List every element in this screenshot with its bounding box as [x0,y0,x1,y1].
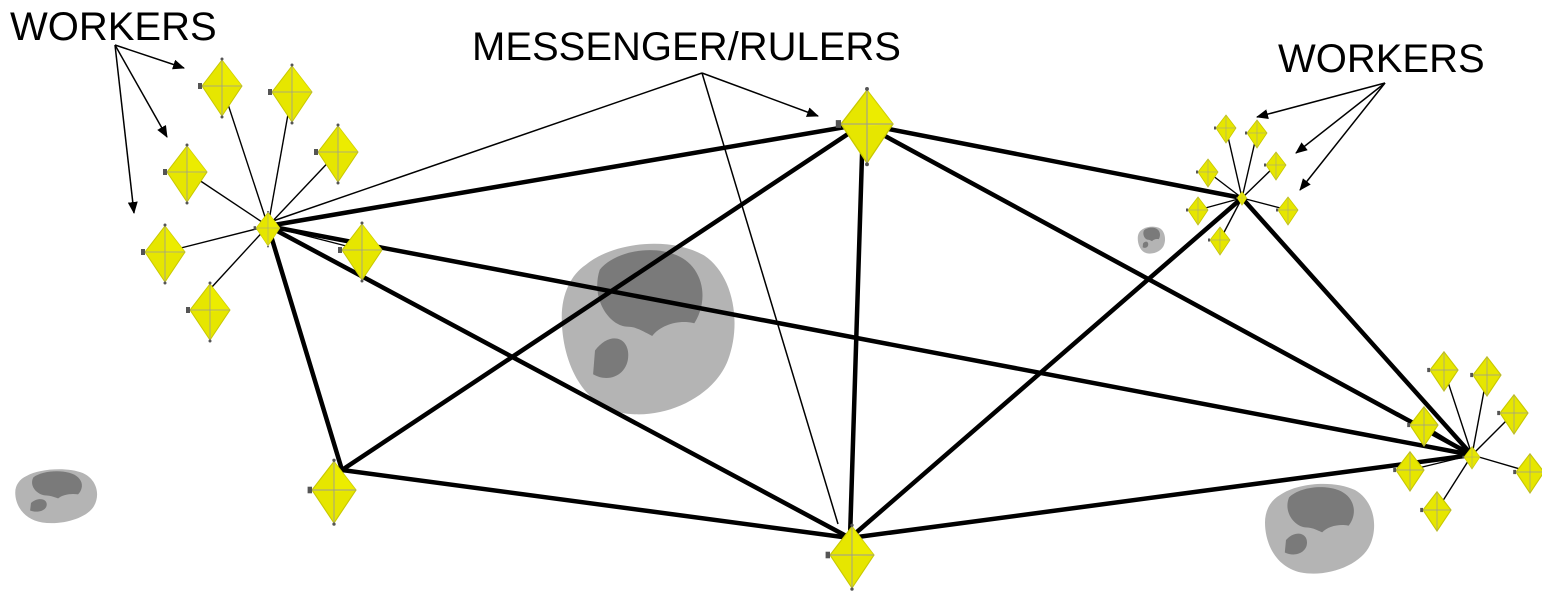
kite-node-icon [1496,394,1529,435]
kite-node-icon [1392,451,1425,492]
kite-node-icon [1469,356,1502,397]
kite-node-icon [197,57,243,119]
kite-node-icon [835,86,894,167]
messenger-links [265,121,1475,541]
kite-node-icon [1263,151,1287,181]
kite-node-icon [1512,453,1542,494]
asteroid-icon [1137,226,1166,254]
label-pointers [114,44,1386,525]
asteroid-icon [15,469,98,524]
kite-node-icon [1195,158,1219,188]
kite-node-icon [162,143,208,205]
kite-node-icon [253,210,281,248]
kite-node-icon [267,63,313,125]
asteroid-icon [1265,483,1375,574]
worker-links [164,85,1531,511]
kite-node-icon [1213,114,1237,144]
kite-node-icon [1207,226,1231,256]
workers-right-label: WORKERS [1278,37,1485,81]
kite-node-icon [1426,351,1459,392]
kite-node-icon [140,223,186,285]
kite-node-icon [313,123,359,185]
kite-node-icon [1275,196,1299,226]
workers-left-label: WORKERS [10,5,217,49]
kite-node-icon [1244,119,1268,149]
messenger-rulers-label: MESSENGER/RULERS [472,25,901,69]
kite-node-icon [1419,491,1452,532]
kite-node-icon [1185,196,1209,226]
kite-node-icon [185,281,231,343]
kite-node-icon [337,221,383,283]
